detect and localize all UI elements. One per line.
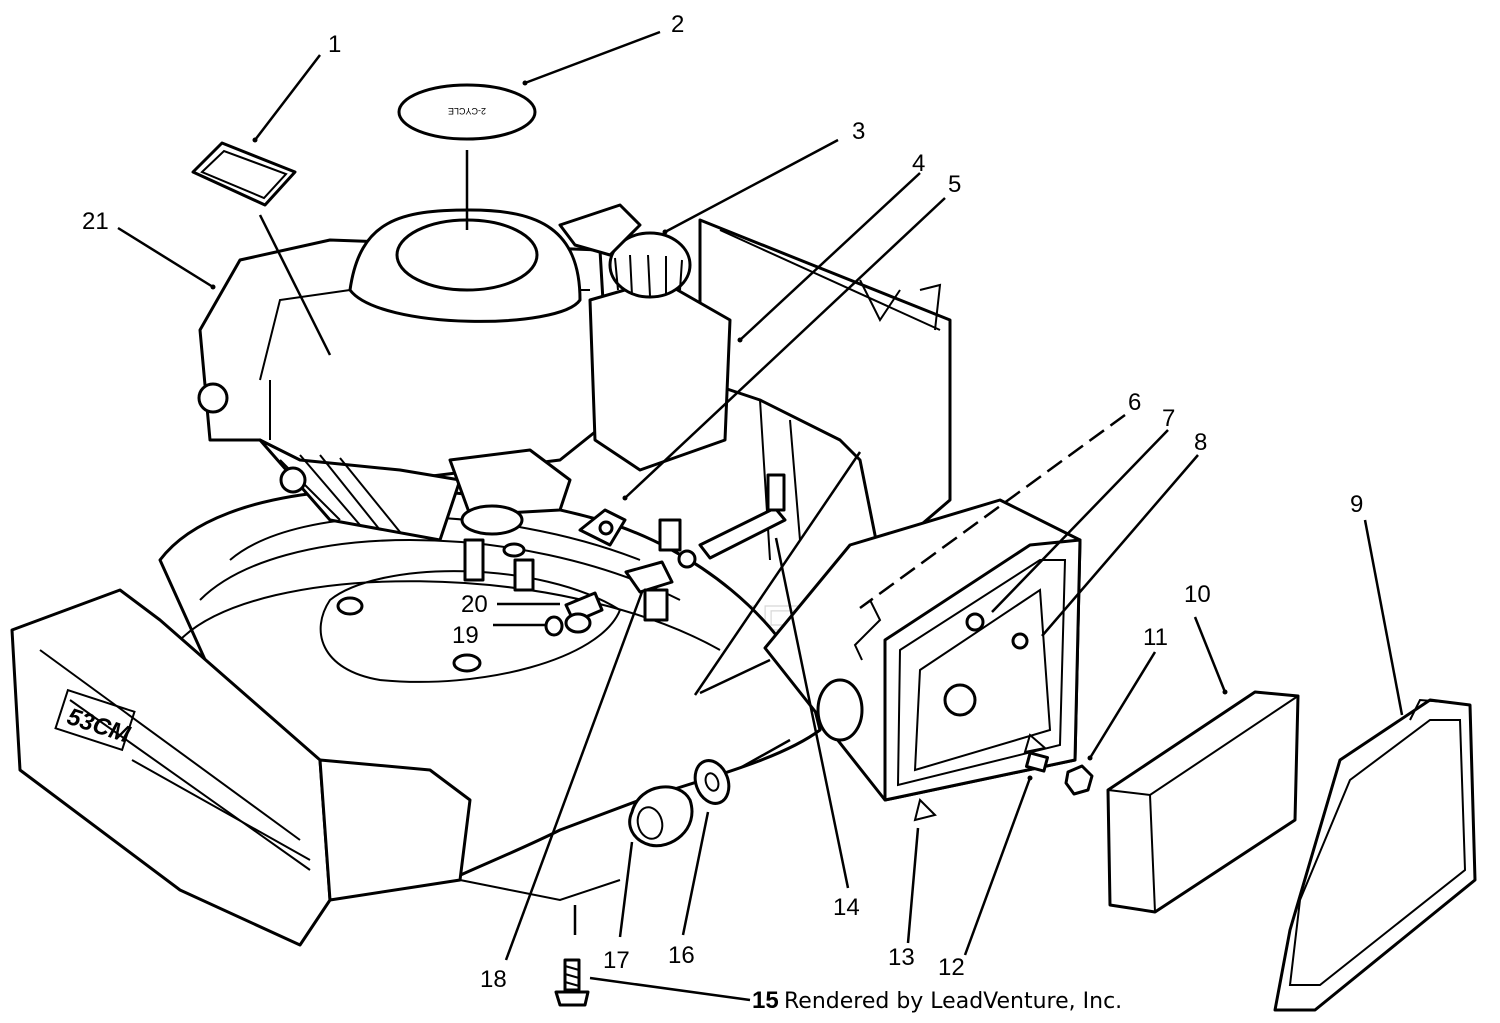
callout-2: 2	[671, 11, 684, 38]
oval-decal-text: 2-CYCLE	[448, 106, 486, 116]
callout-10: 10	[1184, 581, 1211, 608]
rear-frame	[698, 218, 952, 562]
callout-8: 8	[1194, 429, 1207, 456]
callout-21: 21	[82, 208, 109, 235]
carburetor-hardware	[336, 473, 787, 673]
callout-18: 18	[480, 966, 507, 993]
leader-lines	[117, 30, 1404, 1002]
callout-15: 15	[752, 987, 779, 1014]
callout-3: 3	[852, 118, 865, 145]
callout-13: 13	[888, 944, 915, 971]
part-air-cleaner-cover	[1273, 698, 1477, 1012]
callout-4: 4	[912, 150, 925, 177]
callout-17: 17	[603, 947, 630, 974]
callout-20: 20	[461, 591, 488, 618]
part-oval-decal: 2-CYCLE	[397, 83, 537, 141]
callout-12: 12	[938, 954, 965, 981]
part-filter-element	[1106, 690, 1300, 914]
air-cleaner-fasteners	[1024, 751, 1094, 796]
part-decal-plate	[191, 141, 297, 207]
render-credit: Rendered by LeadVenture, Inc.	[784, 989, 1122, 1014]
part-bolt	[554, 958, 590, 1007]
callout-11: 11	[1143, 624, 1168, 651]
callout-19: 19	[452, 622, 479, 649]
callout-16: 16	[668, 942, 695, 969]
callout-14: 14	[833, 894, 860, 921]
callout-5: 5	[948, 171, 961, 198]
mower-deck: 53CM	[10, 487, 822, 947]
callout-9: 9	[1350, 491, 1363, 518]
part-plug	[628, 785, 694, 848]
part-seal	[693, 759, 731, 805]
callout-labels: 1 2 3 4 5 6 7 8 9 10 11 12 13 14 15 16 1…	[82, 11, 1363, 1014]
part-air-cleaner-body	[763, 498, 1082, 822]
callout-6: 6	[1128, 389, 1141, 416]
callout-1: 1	[328, 31, 341, 58]
callout-7: 7	[1162, 405, 1175, 432]
